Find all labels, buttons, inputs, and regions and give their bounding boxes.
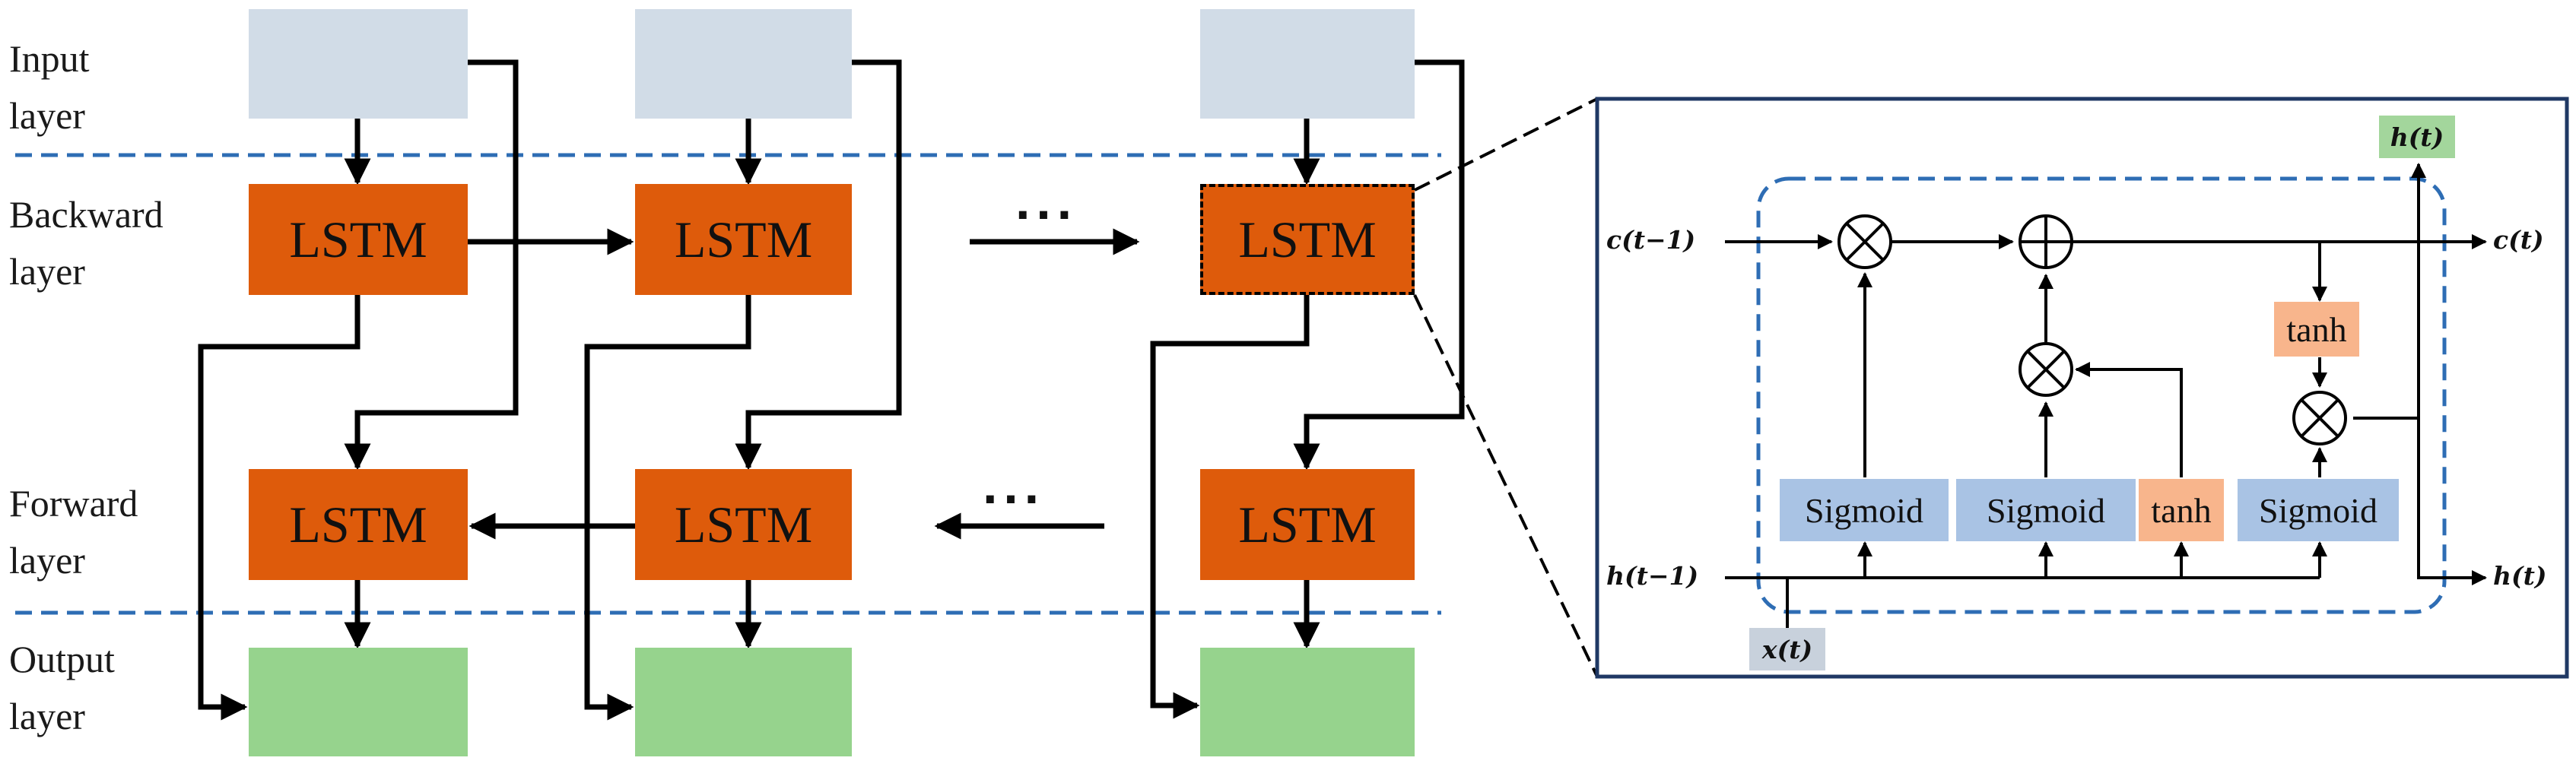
c-next-label: c(t) xyxy=(2493,225,2544,255)
tanh-cell-activation: tanh xyxy=(2274,302,2359,357)
backward-lstm-cell: LSTM xyxy=(249,184,468,295)
h-prev-label: h(t−1) xyxy=(1606,561,1699,591)
output-node xyxy=(1200,648,1415,756)
h-out-label: h(t) xyxy=(2493,561,2547,591)
forward-ellipsis: ··· xyxy=(983,469,1045,528)
multiply-output-icon xyxy=(2292,391,2347,445)
sigmoid-forget-gate: Sigmoid xyxy=(1780,479,1949,541)
backward-lstm-cell: LSTM xyxy=(635,184,852,295)
input-layer-label: Input layer xyxy=(9,37,90,137)
input-node xyxy=(635,9,852,119)
h-top-label: h(t) xyxy=(2379,116,2455,158)
sigmoid-input-gate: Sigmoid xyxy=(1956,479,2136,541)
tanh-candidate-gate: tanh xyxy=(2139,479,2224,541)
multiply-input-icon xyxy=(2019,342,2073,397)
forward-lstm-cell: LSTM xyxy=(249,469,468,580)
cell-boundary xyxy=(1756,176,2447,614)
x-input-label: x(t) xyxy=(1749,628,1825,670)
forward-lstm-cell: LSTM xyxy=(635,469,852,580)
input-node xyxy=(249,9,468,119)
output-node xyxy=(635,648,852,756)
c-prev-label: c(t−1) xyxy=(1606,225,1696,255)
output-node xyxy=(249,648,468,756)
backward-ellipsis: ··· xyxy=(1015,185,1078,244)
forward-layer-label: Forward layer xyxy=(9,482,138,582)
multiply-forget-icon xyxy=(1838,214,1892,269)
input-node xyxy=(1200,9,1415,119)
add-icon xyxy=(2019,214,2073,269)
forward-lstm-cell: LSTM xyxy=(1200,469,1415,580)
backward-lstm-cell-highlighted: LSTM xyxy=(1200,184,1415,295)
backward-layer-label: Backward layer xyxy=(9,193,164,293)
output-layer-label: Output layer xyxy=(9,638,115,737)
detail-frame xyxy=(1595,97,2569,679)
sigmoid-output-gate: Sigmoid xyxy=(2238,479,2399,541)
